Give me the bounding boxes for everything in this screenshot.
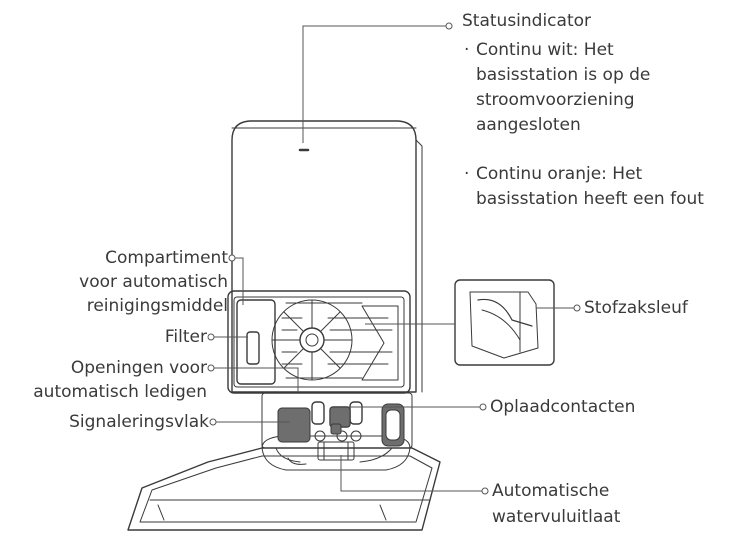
compartment-label-line-2: voor automatisch bbox=[79, 272, 228, 292]
dust-bag-inset bbox=[454, 279, 555, 366]
water-outlet-label-line-1: Automatische bbox=[492, 481, 610, 501]
status-white-line-1: Continu wit: Het bbox=[476, 40, 614, 60]
dust-chamber bbox=[361, 305, 399, 381]
filter-label: Filter bbox=[164, 327, 207, 347]
leader-compartment bbox=[235, 257, 244, 305]
bullet-white: · bbox=[464, 40, 470, 60]
filter-spokes bbox=[271, 299, 353, 381]
charging-contact-left bbox=[311, 401, 325, 425]
bullet-orange: · bbox=[464, 164, 470, 184]
signal-area-label: Signaleringsvlak bbox=[69, 412, 209, 432]
status-orange-line-1: Continu oranje: Het bbox=[476, 164, 643, 184]
leader-water bbox=[340, 455, 482, 492]
status-white-line-2: basisstation is op de bbox=[476, 65, 651, 85]
detergent-compartment bbox=[236, 299, 276, 385]
status-white-line-3: stroomvoorziening bbox=[476, 90, 635, 110]
water-outlet bbox=[317, 441, 355, 461]
detergent-window bbox=[246, 331, 260, 365]
compartment-label-line-1: Compartiment bbox=[105, 248, 228, 268]
status-white-line-4: aangesloten bbox=[476, 115, 581, 135]
leader-openings bbox=[214, 367, 299, 392]
contact-tray bbox=[261, 435, 411, 471]
water-outlet-label-line-2: watervuluitlaat bbox=[492, 507, 621, 527]
filter-hub bbox=[299, 327, 325, 353]
openings-label-line-1: Openingen voor bbox=[70, 358, 207, 378]
compartment-label-line-3: reinigingsmiddel bbox=[86, 296, 228, 316]
window-inner bbox=[233, 296, 405, 388]
signal-area-left bbox=[277, 407, 311, 443]
leader-status bbox=[302, 25, 446, 143]
dock-ramp-inner bbox=[139, 455, 433, 523]
dock-ramp bbox=[127, 447, 441, 531]
status-indicator-title: Statusindicator bbox=[462, 11, 592, 31]
filter-fins bbox=[281, 302, 393, 379]
dust-bag-slot bbox=[469, 291, 539, 359]
status-orange-line-2: basisstation heeft een fout bbox=[476, 189, 704, 209]
tower-side bbox=[415, 139, 423, 393]
charging-contacts-label: Oplaadcontacten bbox=[490, 397, 636, 417]
charging-contact-right bbox=[349, 401, 363, 425]
dust-bag-slot-label: Stofzaksleuf bbox=[584, 298, 688, 318]
openings-label-line-2: automatisch ledigen bbox=[33, 382, 207, 402]
